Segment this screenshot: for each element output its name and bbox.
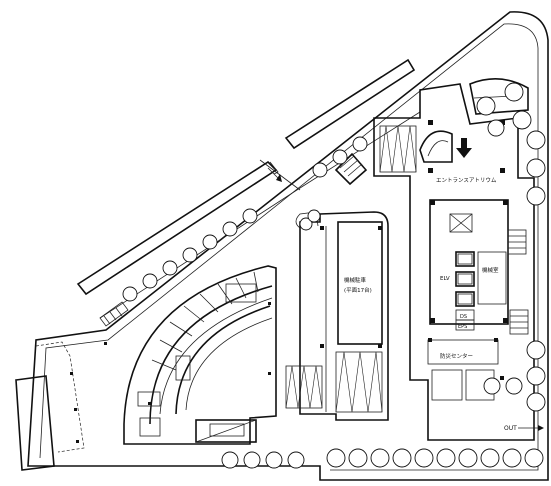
tree-icon — [162, 260, 178, 276]
tree-icon — [480, 448, 500, 468]
tree-icon — [122, 286, 138, 302]
right-building: エントランスアトリウム ELV 機械室 DS EPS — [373, 78, 535, 441]
atrium-arrow-icon — [456, 138, 472, 158]
ramp-hatch-upper — [379, 125, 417, 173]
tree-icon — [265, 451, 283, 469]
tree-icon — [222, 221, 238, 237]
tree-icon — [312, 162, 328, 178]
out-sign: OUT — [504, 425, 544, 432]
tree-icon — [142, 273, 158, 289]
ramp-hatch-center — [335, 351, 383, 413]
tree-icon — [512, 110, 532, 130]
tree-icon — [414, 448, 434, 468]
eps-label: EPS — [458, 324, 467, 330]
tree-icon — [332, 149, 348, 165]
entrance-arrow-icon — [267, 167, 282, 182]
tree-icon — [526, 130, 546, 150]
machine-parking-label: 機械駐車 — [344, 276, 367, 284]
tree-icon — [242, 208, 258, 224]
tree-icon — [326, 448, 346, 468]
tree-icon — [526, 158, 546, 178]
tree-icon — [352, 136, 368, 152]
tree-icon — [287, 451, 305, 469]
tree-icon — [524, 448, 544, 468]
out-label: OUT — [504, 425, 517, 432]
core-block: ELV 機械室 DS EPS — [429, 199, 509, 331]
tree-icon — [370, 448, 390, 468]
tree-icon — [526, 366, 546, 386]
tree-icon — [348, 448, 368, 468]
tree-icon — [487, 119, 505, 137]
tree-icon — [202, 234, 218, 250]
tree-icon — [392, 448, 412, 468]
elevator-label: ELV — [440, 276, 450, 282]
tree-icon — [243, 451, 261, 469]
left-wing — [15, 341, 107, 471]
tree-icon — [221, 451, 239, 469]
tree-icon — [436, 448, 456, 468]
tree-icon — [458, 448, 478, 468]
diagonal-road — [76, 58, 421, 319]
arrow-right-icon — [518, 425, 544, 431]
machine-room-label: 機械室 — [482, 266, 499, 274]
curved-office-partitions — [137, 271, 259, 437]
tree-icon — [476, 96, 496, 116]
disaster-center-label: 防災センター — [440, 352, 473, 360]
stair-diagonal — [99, 301, 129, 327]
stair-right — [507, 229, 529, 335]
tree-icon — [526, 186, 546, 206]
tree-icon — [505, 377, 523, 395]
ds-label: DS — [460, 314, 467, 320]
tree-icon — [299, 217, 313, 231]
parking-block: 機械駐車 (平面17台) — [285, 211, 389, 421]
ramp-hatch-left — [285, 365, 323, 409]
site-boundary — [27, 11, 549, 481]
tree-icon — [526, 392, 546, 412]
tree-icon — [502, 448, 522, 468]
trees — [122, 82, 546, 469]
tree-icon — [483, 377, 501, 395]
tree-icon — [526, 340, 546, 360]
curved-office-block — [123, 265, 277, 445]
parking-capacity-label: (平面17台) — [344, 286, 372, 294]
tree-icon — [504, 82, 524, 102]
tree-icon — [182, 247, 198, 263]
entrance-atrium-label: エントランスアトリウム — [436, 176, 497, 184]
tree-icon — [307, 209, 321, 223]
